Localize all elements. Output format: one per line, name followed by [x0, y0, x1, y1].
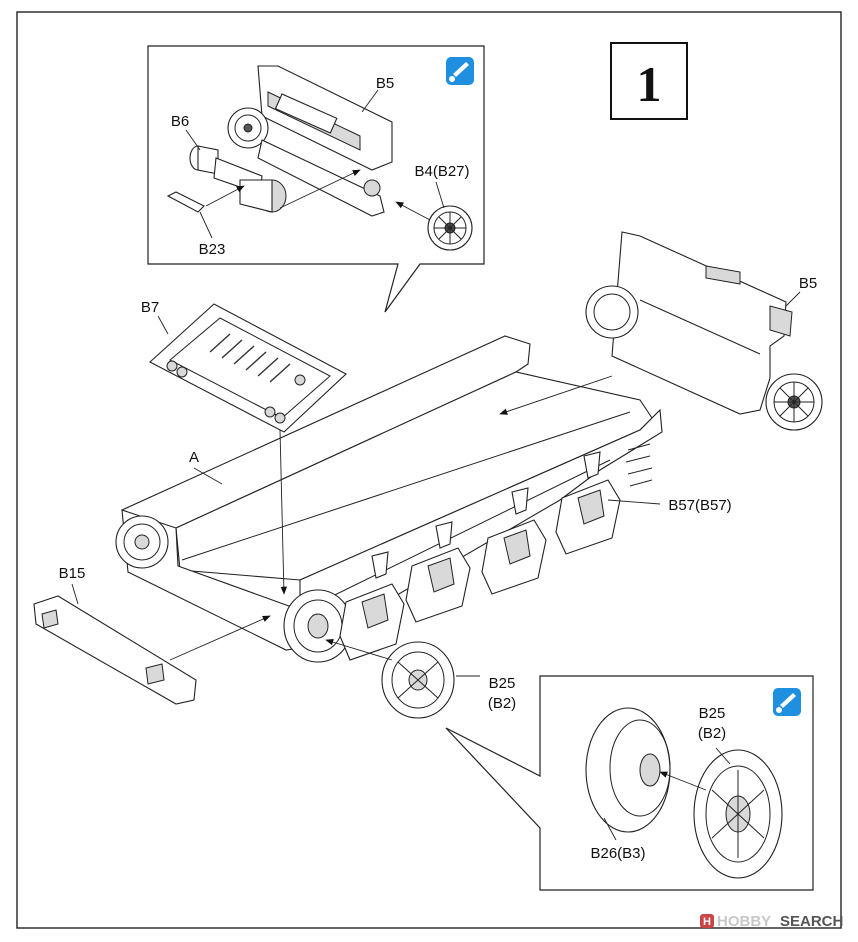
mount-cones: [371, 451, 601, 579]
b7-part: [149, 303, 347, 433]
b5-main-part: [585, 231, 823, 431]
label-b25-main-2: (B2): [488, 695, 516, 712]
label-b26: B26(B3): [590, 845, 645, 862]
bogie-row: [339, 443, 653, 661]
hull-sprocket: [115, 515, 169, 569]
inset-b6-part: [189, 145, 287, 213]
watermark: H HOBBY SEARCH: [700, 913, 843, 930]
b25-main-part: [381, 641, 455, 719]
label-b5-main: B5: [799, 275, 817, 292]
inset-top: B5 B6 B4(B27) B23: [147, 45, 485, 313]
b25-inset-part: [693, 749, 783, 879]
label-b7: B7: [141, 299, 159, 316]
step-number-box: 1: [610, 42, 688, 120]
label-b25-inset-2: (B2): [698, 725, 726, 742]
label-b15: B15: [59, 565, 86, 582]
label-b25-main-1: B25: [489, 675, 516, 692]
inset-b23-part: [166, 191, 205, 213]
watermark-suffix: SEARCH: [780, 913, 843, 930]
bogie-2: [405, 547, 471, 623]
bogie-1: [339, 583, 405, 661]
hull-final-drive: [283, 589, 353, 663]
b26-part: [585, 707, 671, 833]
inset-b5-part: [227, 65, 393, 217]
step-number: 1: [637, 56, 662, 112]
page-frame: [16, 11, 842, 929]
bogie-3: [481, 519, 547, 595]
label-b23: B23: [199, 241, 226, 258]
paint-brush-icon: [446, 57, 474, 85]
watermark-brand: HOBBY: [717, 913, 771, 930]
paint-brush-icon: [773, 688, 801, 716]
label-b5-inset: B5: [376, 75, 394, 92]
label-a: A: [189, 449, 199, 466]
label-b25-inset-1: B25: [699, 705, 726, 722]
b15-part: [33, 595, 197, 705]
bogie-4: [555, 479, 621, 555]
coil-springs: [625, 443, 653, 487]
label-b6: B6: [171, 113, 189, 130]
inset-b4-part: [427, 205, 473, 251]
watermark-logo: H: [703, 916, 711, 928]
label-b57: B57(B57): [668, 497, 731, 514]
inset-bottom: B25 (B2) B26(B3): [445, 675, 814, 891]
label-b4: B4(B27): [414, 163, 469, 180]
